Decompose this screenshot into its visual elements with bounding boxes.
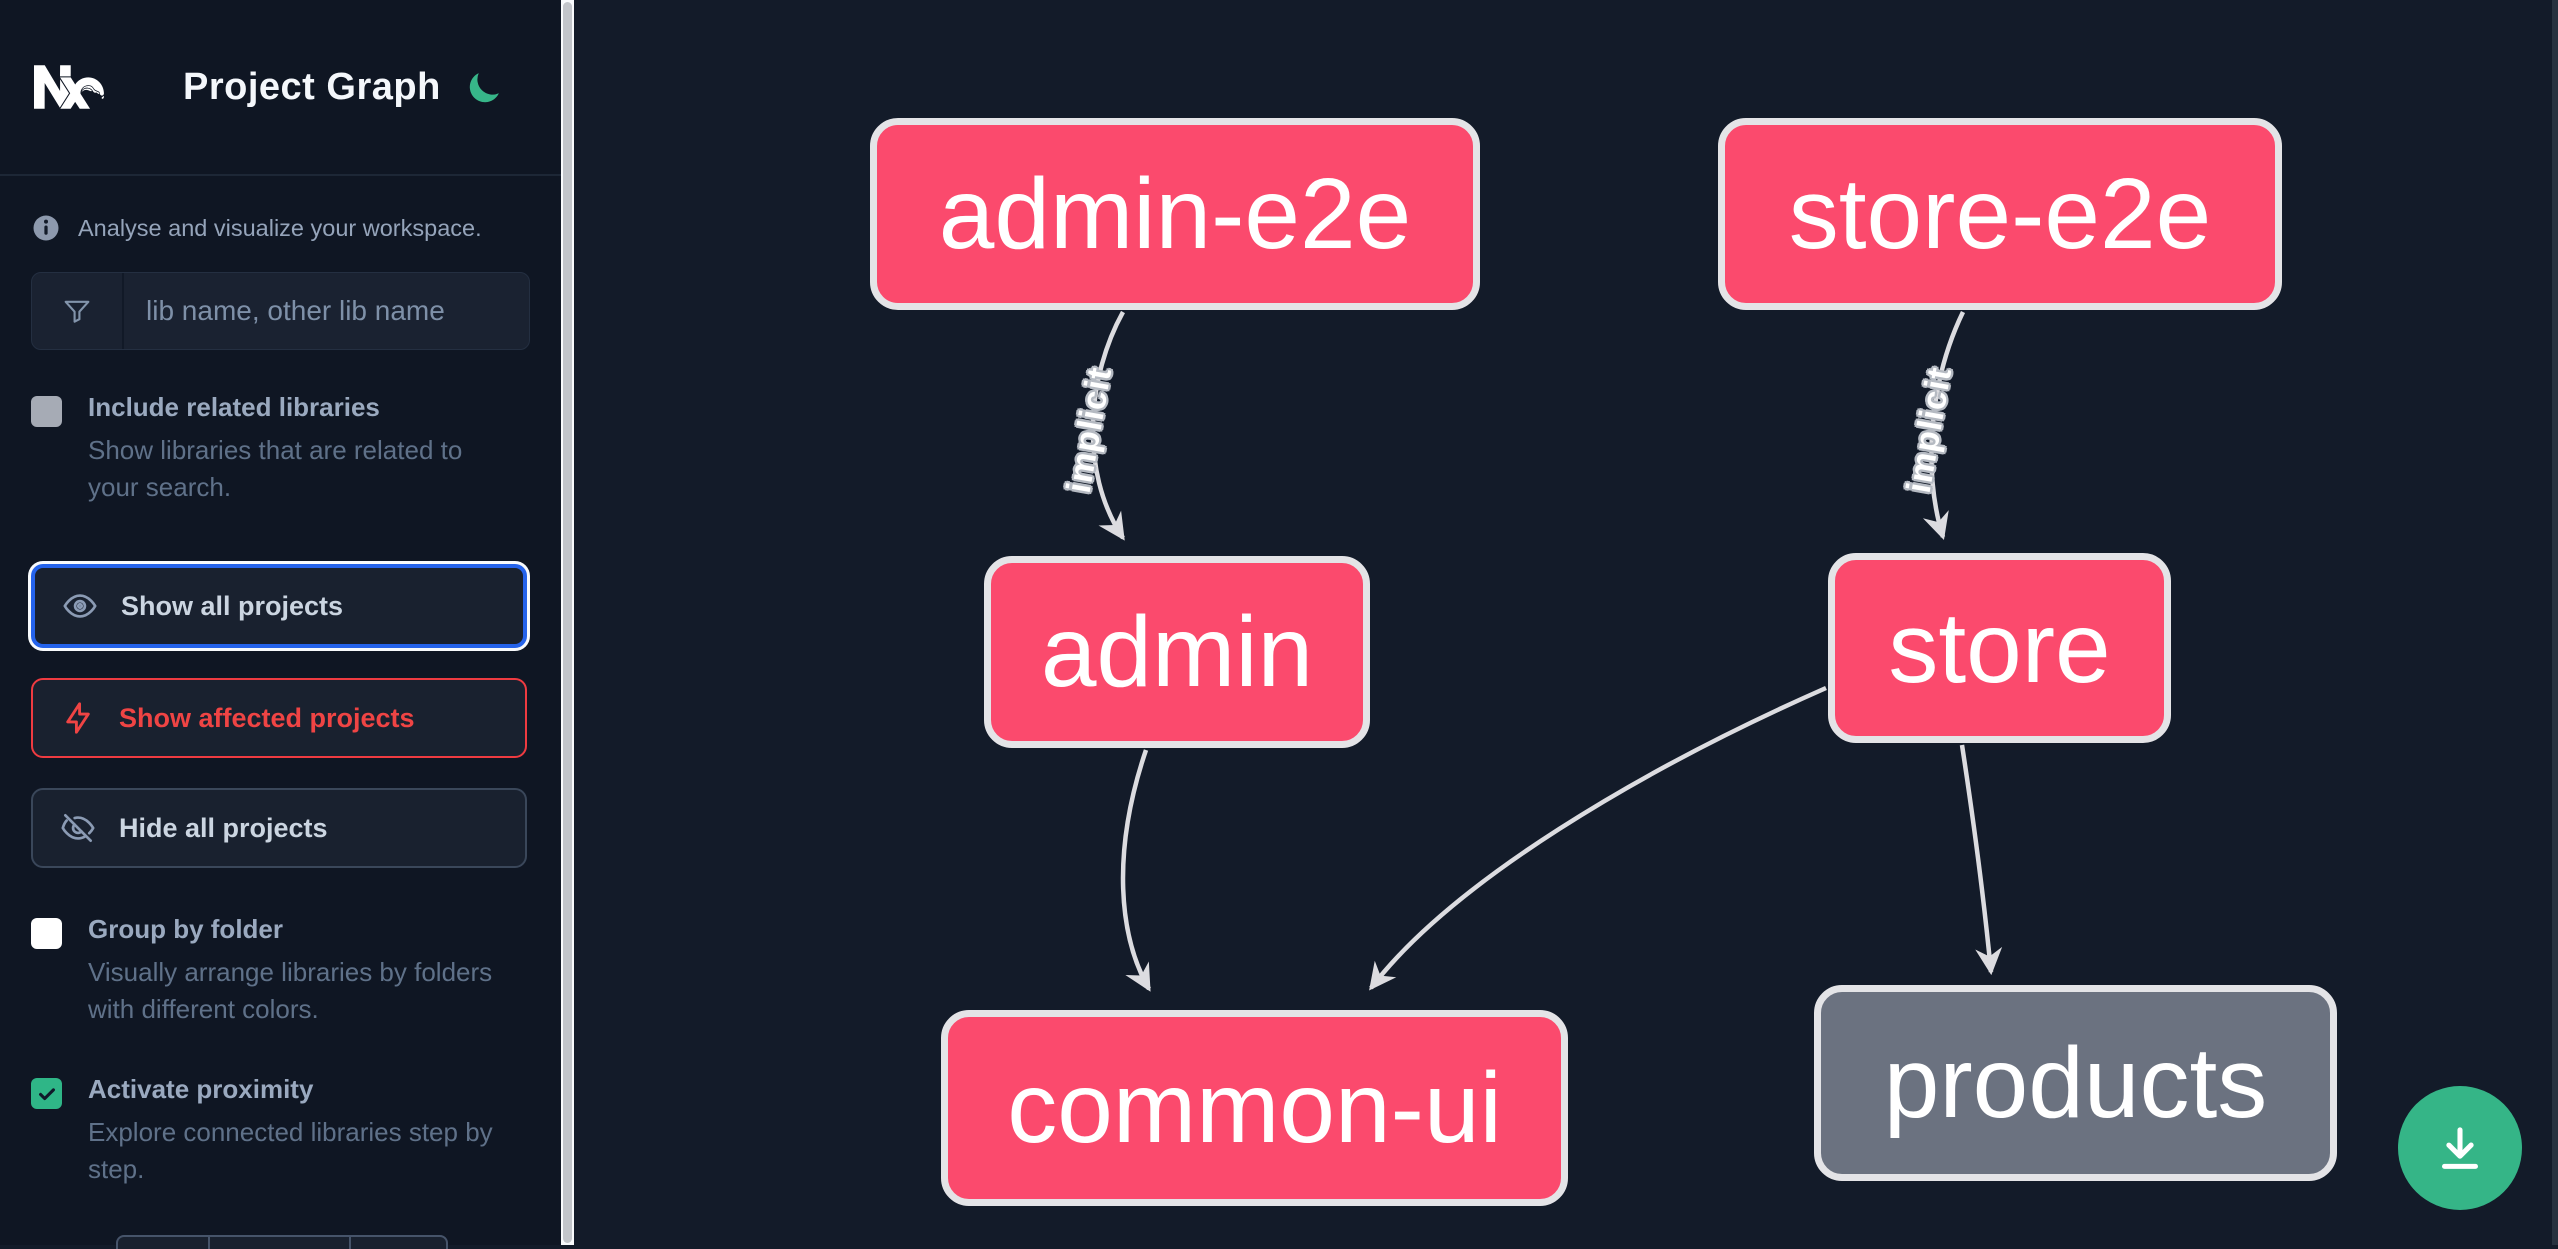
graph-edge-admin-e2e-to-admin: [1090, 310, 1125, 541]
toggle-label[interactable]: Include related libraries: [88, 392, 380, 422]
toggle-label[interactable]: Group by folder: [88, 914, 283, 944]
workspace-tagline-row: Analyse and visualize your workspace.: [0, 213, 561, 243]
sidebar: Project Graph Analyse and visualize your…: [0, 0, 561, 1249]
toggle-description: Show libraries that are related to your …: [88, 435, 463, 502]
graph-node-store-e2e[interactable]: store-e2e: [1718, 118, 2282, 310]
toggle-activate-proximity: Activate proximity Explore connected lib…: [0, 1074, 561, 1188]
filter-icon: [32, 273, 124, 349]
nx-logo-icon[interactable]: [31, 52, 107, 122]
graph-edge-admin-to-common-ui: [1120, 749, 1151, 992]
action-label: Show affected projects: [119, 702, 415, 733]
graph-node-admin[interactable]: admin: [984, 556, 1370, 748]
graph-node-store[interactable]: store: [1828, 553, 2171, 743]
show-affected-projects-button[interactable]: Show affected projects: [31, 678, 527, 758]
toggle-include-related: Include related libraries Show libraries…: [0, 392, 561, 506]
toggle-description: Visually arrange libraries by folders wi…: [88, 957, 493, 1024]
proximity-stepper[interactable]: [116, 1235, 448, 1249]
group-by-folder-checkbox[interactable]: [31, 918, 62, 949]
lightning-icon: [59, 699, 97, 737]
info-icon: [31, 213, 61, 243]
action-label: Hide all projects: [119, 812, 328, 843]
check-icon: [38, 1087, 55, 1100]
save-image-button[interactable]: [2398, 1086, 2522, 1210]
action-label: Show all projects: [121, 590, 344, 621]
workspace-tagline: Analyse and visualize your workspace.: [78, 214, 482, 241]
download-icon: [2431, 1119, 2489, 1177]
toggle-label[interactable]: Activate proximity: [88, 1074, 314, 1104]
graph-node-products[interactable]: products: [1814, 985, 2337, 1181]
graph-edges: [1090, 310, 2003, 992]
graph-edge-store-e2e-to-store: [1922, 311, 1966, 541]
search-box: [31, 272, 530, 350]
page-title: Project Graph: [183, 65, 441, 108]
include-related-checkbox[interactable]: [31, 396, 62, 427]
toggle-group-by-folder: Group by folder Visually arrange librari…: [0, 914, 561, 1028]
activate-proximity-checkbox[interactable]: [31, 1078, 62, 1109]
sidebar-scrollbar[interactable]: [561, 0, 574, 1245]
graph-edge-store-to-products: [1959, 744, 2003, 976]
eye-icon: [61, 587, 99, 625]
show-all-projects-button[interactable]: Show all projects: [31, 564, 527, 648]
eye-off-icon: [59, 809, 97, 847]
toggle-description: Explore connected libraries step by step…: [88, 1117, 493, 1184]
project-actions: Show all projects Show affected projects…: [31, 564, 530, 868]
sidebar-header: Project Graph: [0, 0, 561, 176]
graph-edge-store-to-common-ui: [1369, 685, 1827, 991]
graph-node-admin-e2e[interactable]: admin-e2e: [870, 118, 1480, 310]
search-input[interactable]: [124, 273, 529, 349]
moon-icon: [466, 68, 504, 106]
hide-all-projects-button[interactable]: Hide all projects: [31, 788, 527, 868]
scrollbar-thumb[interactable]: [563, 2, 572, 1243]
theme-toggle-button[interactable]: [465, 67, 505, 107]
page-scrollbar-track[interactable]: [2552, 0, 2558, 1245]
project-graph-canvas[interactable]: admin-e2e store-e2e admin store common-ui pro…: [574, 0, 2558, 1245]
graph-node-common-ui[interactable]: common-ui: [941, 1010, 1568, 1206]
